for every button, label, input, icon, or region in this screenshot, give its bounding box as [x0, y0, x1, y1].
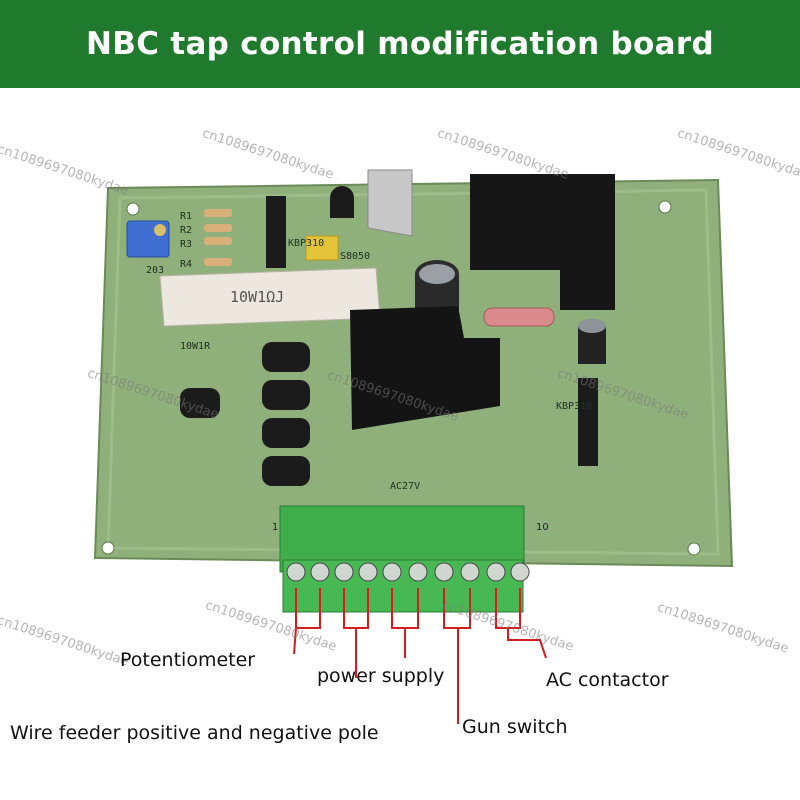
transistor — [330, 186, 354, 218]
pcb-illustration: 10W1ΩJ — [93, 169, 734, 724]
diodes — [262, 342, 310, 486]
silk-bridge-right: KBP310 — [556, 401, 593, 412]
callout-gun-switch: Gun switch — [462, 716, 568, 738]
callout-ac-contactor: AC contactor — [546, 669, 669, 691]
diode-single — [180, 388, 220, 418]
title-banner: NBC tap control modification board — [0, 0, 800, 88]
pin-last-label: 10 — [536, 522, 549, 533]
silk-pot: 203 — [146, 265, 165, 276]
callout-wire-feeder: Wire feeder positive and negative pole — [10, 722, 379, 744]
silk-resistor-ref: 10W1R — [180, 341, 211, 352]
bridge-rectifier-right — [578, 378, 598, 466]
relay-center — [350, 306, 500, 430]
product-photo: 10W1ΩJ — [0, 88, 800, 800]
bridge-rectifier — [266, 196, 286, 268]
terminal-screws — [286, 562, 530, 582]
silk-r4: R4 — [180, 259, 193, 270]
callout-power-supply: power supply — [317, 665, 445, 687]
pin-first-label: 1 — [272, 522, 279, 533]
yellow-capacitor — [305, 235, 339, 261]
power-resistor-small — [483, 307, 555, 327]
mounting-hole — [126, 202, 140, 216]
silk-r1: R1 — [180, 211, 193, 222]
pot-adjuster — [154, 224, 166, 236]
cement-resistor-label: 10W1ΩJ — [230, 288, 284, 306]
silk-r3: R3 — [180, 239, 193, 250]
heat-sink — [367, 169, 413, 237]
silk-supply: AC27V — [390, 481, 421, 492]
mounting-hole — [101, 541, 115, 555]
silk-r2: R2 — [180, 225, 193, 236]
callout-lines — [293, 588, 547, 724]
mounting-hole — [687, 542, 701, 556]
silk-bridge-left: KBP310 — [288, 238, 325, 249]
callout-potentiometer: Potentiometer — [120, 649, 256, 671]
mounting-hole — [658, 200, 672, 214]
cap-top — [419, 264, 455, 284]
silk-transistor: S8050 — [340, 251, 371, 262]
page-title: NBC tap control modification board — [86, 26, 714, 62]
small-resistors — [204, 209, 232, 266]
relay-large — [470, 174, 615, 310]
